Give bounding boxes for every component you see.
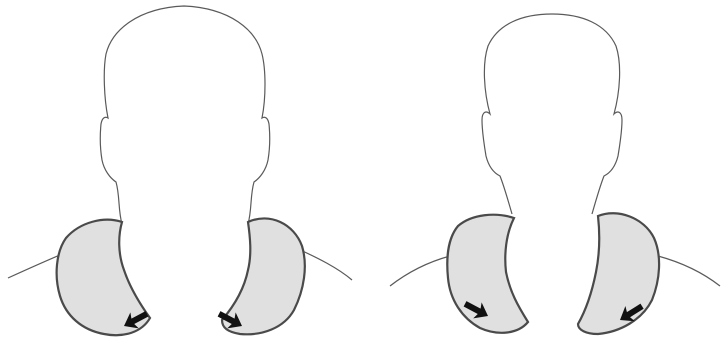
right-shoulder-line bbox=[658, 256, 720, 286]
head-outline bbox=[100, 6, 269, 224]
left-shoulder-line bbox=[390, 256, 450, 286]
right-shoulder-pad bbox=[578, 213, 659, 334]
left-shoulder-pad bbox=[447, 215, 528, 333]
figure-right bbox=[390, 14, 720, 334]
figure-left bbox=[8, 6, 352, 335]
right-shoulder-pad bbox=[222, 218, 305, 334]
head-outline bbox=[482, 14, 622, 214]
